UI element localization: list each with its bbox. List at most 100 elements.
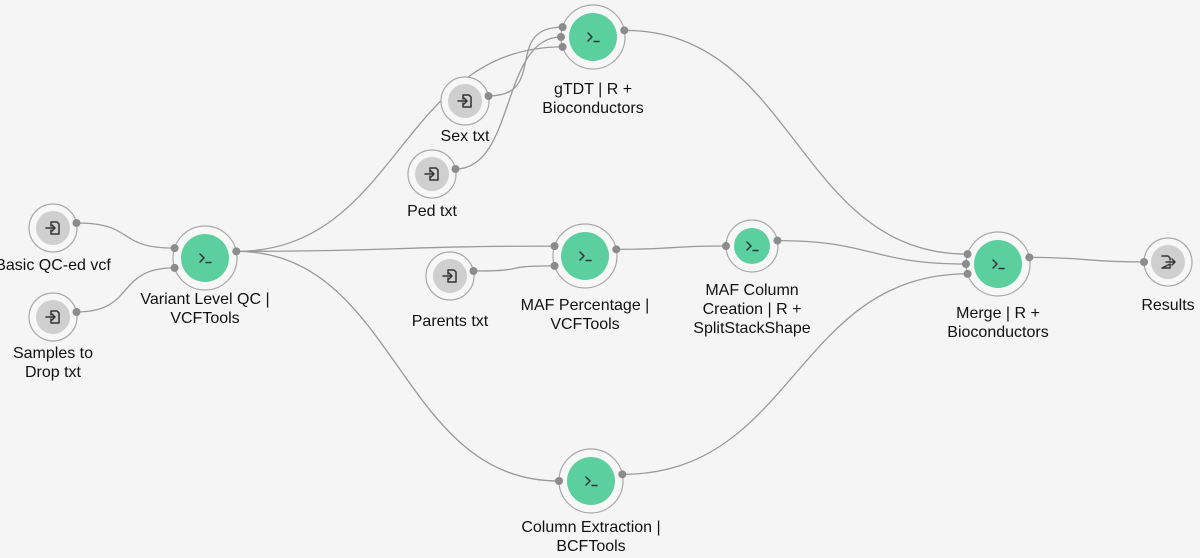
input-port-variant-level-qc[interactable] <box>170 244 179 253</box>
terminal-prompt-icon <box>585 476 598 487</box>
node-label-line: gTDT | R + <box>554 81 632 98</box>
input-port-merge[interactable] <box>963 250 972 259</box>
node-label: MAF Percentage | VCFTools <box>521 297 650 333</box>
terminal-prompt-icon <box>199 253 212 264</box>
node-label-line: MAF Column <box>705 282 798 299</box>
node-label: Sex txt <box>441 128 490 145</box>
node-label-line: VCFTools <box>170 310 239 327</box>
output-port-ped-txt[interactable] <box>451 165 460 174</box>
node-ped-txt[interactable]: Ped txt <box>407 149 457 220</box>
node-label: Results <box>1141 297 1194 314</box>
tool-node-core <box>561 232 609 280</box>
edge-column_extraction-to-merge <box>622 273 968 475</box>
node-sex-txt[interactable]: Sex txt <box>440 76 490 145</box>
node-label-line: Parents txt <box>412 313 489 330</box>
input-port-maf-percentage[interactable] <box>550 242 559 251</box>
node-label-line: SplitStackShape <box>693 320 811 337</box>
output-port-samples-to-drop[interactable] <box>72 308 81 317</box>
node-maf-percentage[interactable]: MAF Percentage | VCFTools <box>521 223 650 333</box>
tool-node-core <box>974 240 1022 288</box>
input-port-gtdt[interactable] <box>558 42 567 51</box>
input-port-variant-level-qc[interactable] <box>170 263 179 272</box>
file-import-icon <box>424 167 439 181</box>
tool-node-core <box>734 228 770 264</box>
file-import-icon <box>457 94 472 108</box>
output-port-basic-qc-vcf[interactable] <box>72 219 81 228</box>
terminal-prompt-icon <box>587 32 600 43</box>
node-label-line: BCFTools <box>556 538 625 555</box>
node-label: Parents txt <box>412 313 489 330</box>
node-label-line: MAF Percentage | <box>521 297 650 314</box>
terminal-prompt-icon <box>746 241 759 252</box>
file-import-icon <box>45 221 60 235</box>
input-port-results[interactable] <box>1140 258 1148 266</box>
workflow-edges <box>76 26 1145 482</box>
node-label: Samples to Drop txt <box>13 345 93 381</box>
node-label-line: Ped txt <box>407 203 457 220</box>
node-column-extraction[interactable]: Column Extraction | BCFTools <box>521 448 661 555</box>
edge-parents_txt-to-maf_percentage <box>473 265 555 272</box>
node-label: Ped txt <box>407 203 457 220</box>
node-label-line: Basic QC-ed vcf <box>0 257 111 274</box>
node-label: Variant Level QC | VCFTools <box>140 291 269 327</box>
edge-basic_qc_vcf-to-variant_level_qc <box>76 222 175 249</box>
node-label: Merge | R + Bioconductors <box>947 305 1048 341</box>
input-port-merge[interactable] <box>963 269 972 278</box>
output-port-maf-percentage[interactable] <box>612 245 621 254</box>
node-label-line: VCFTools <box>550 316 619 333</box>
edge-ped_txt-to-gtdt <box>455 36 562 170</box>
edge-variant_level_qc-to-column_extraction <box>236 250 560 482</box>
node-gtdt[interactable]: gTDT | R +Bioconductors <box>542 4 644 117</box>
node-parents-txt[interactable]: Parents txt <box>412 251 489 330</box>
node-label-line: Column Extraction | <box>521 519 660 536</box>
tool-node-core <box>569 13 617 61</box>
node-merge[interactable]: Merge | R + Bioconductors <box>947 231 1049 341</box>
node-label-line: Sex txt <box>441 128 490 145</box>
edge-variant_level_qc-to-gtdt <box>236 46 563 252</box>
output-port-parents-txt[interactable] <box>469 267 478 276</box>
edge-maf_column_creation-to-merge <box>777 239 967 265</box>
output-port-column-extraction[interactable] <box>618 470 627 479</box>
input-port-merge[interactable] <box>962 260 970 268</box>
output-port-variant-level-qc[interactable] <box>232 247 241 256</box>
edge-gtdt-to-merge <box>624 29 968 255</box>
output-port-maf-column-creation[interactable] <box>773 236 782 245</box>
tool-node-core <box>181 234 229 282</box>
input-port-maf-column-creation[interactable] <box>722 242 730 250</box>
output-port-gtdt[interactable] <box>620 26 629 35</box>
node-basic-qc-vcf[interactable]: Basic QC-ed vcf <box>0 203 111 274</box>
edge-merge-to-results <box>1029 256 1145 263</box>
input-port-maf-percentage[interactable] <box>550 261 559 270</box>
node-label: Column Extraction | BCFTools <box>521 519 660 555</box>
node-label-line: Drop txt <box>25 364 82 381</box>
node-label-line: Results <box>1141 297 1194 314</box>
terminal-prompt-icon <box>992 259 1005 270</box>
tool-node-core <box>567 457 615 505</box>
node-label-line: Variant Level QC | <box>140 291 269 308</box>
node-label-line: Samples to <box>13 345 93 362</box>
node-variant-level-qc[interactable]: Variant Level QC | VCFTools <box>140 225 270 327</box>
node-label-line: Bioconductors <box>947 324 1048 341</box>
node-label-line: Creation | R + <box>703 301 802 318</box>
input-port-gtdt[interactable] <box>558 23 567 32</box>
file-import-icon <box>45 310 60 324</box>
edge-maf_percentage-to-maf_column_creation <box>616 245 727 250</box>
output-port-sex-txt[interactable] <box>484 92 493 101</box>
node-results[interactable]: Results <box>1141 237 1195 314</box>
node-samples-to-drop[interactable]: Samples to Drop txt <box>13 292 93 381</box>
output-port-merge[interactable] <box>1025 253 1034 262</box>
edge-variant_level_qc-to-maf_percentage <box>236 245 555 252</box>
file-import-icon <box>442 269 457 283</box>
input-port-gtdt[interactable] <box>557 33 565 41</box>
node-label-line: Merge | R + <box>956 305 1040 322</box>
terminal-prompt-icon <box>579 251 592 262</box>
edge-samples_to_drop-to-variant_level_qc <box>76 267 175 313</box>
file-export-icon <box>1161 255 1176 269</box>
node-label: Basic QC-ed vcf <box>0 257 111 274</box>
input-port-column-extraction[interactable] <box>555 477 563 485</box>
node-label: gTDT | R +Bioconductors <box>542 81 643 117</box>
